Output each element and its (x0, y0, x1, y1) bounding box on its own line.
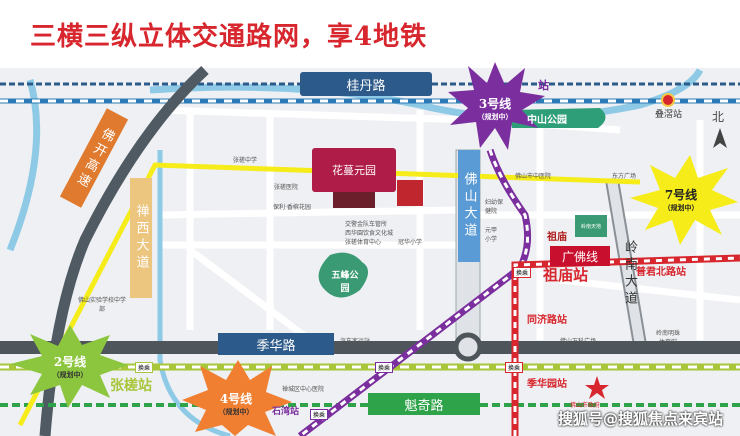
line3-track-dash (299, 149, 530, 436)
poi-label: 交警金队车管所 (345, 221, 388, 228)
line4-name: 4号线 (219, 392, 253, 406)
watermark: 搜狐号@搜狐焦点来宾站 (558, 410, 724, 428)
zumiao-station: 祖庙站 (543, 266, 589, 284)
transfer-badge: 换乘 (135, 362, 154, 373)
north-label: 北 (712, 110, 725, 124)
project-logo (397, 180, 423, 206)
line7-label: 7号线（规划中） (655, 186, 707, 213)
jihuayuan-station: 季华园站 (527, 379, 567, 390)
poi-label: 保利·香槟花园 (273, 204, 311, 211)
line3-star (448, 62, 545, 150)
lvdao-station: 站 (538, 79, 549, 92)
zhongshan-park-shape (510, 108, 606, 128)
poi-label: 佛山实验学校中学部 (77, 297, 126, 313)
diejiao-station: 叠滘站 (655, 110, 683, 120)
poi-label: 西华園饮食文化城 (345, 230, 394, 237)
zhangcha-station: 张槎站 (110, 378, 152, 394)
lingnan-tiandi-poi: 岭南天地 (575, 215, 607, 237)
zumiao-poi: 祖庙 (547, 232, 567, 243)
roundabout (453, 332, 483, 362)
page-title: 三横三纵立体交通路网，享4地铁 (30, 22, 428, 52)
poi-label: 岭南明珠体育馆 (655, 330, 680, 346)
tongjilu-station: 同济路站 (527, 315, 567, 326)
zhongshan-park-label: 中山公园 (527, 115, 567, 126)
transfer-badge: 换乘 (505, 362, 524, 373)
poi-label: 元甲小学 (485, 227, 498, 243)
jihua-road (0, 341, 740, 354)
line2-label: 2号线（规划中） (44, 353, 96, 380)
guidan-road-label: 桂丹路 (300, 72, 432, 96)
poi-label: 佛山万科广场 (560, 338, 597, 345)
line2-status: （规划中） (52, 370, 88, 379)
pujunbeilu-station: 普君北路站 (636, 267, 686, 278)
poi-label: 东方广场 (612, 173, 637, 180)
north-arrow-icon (713, 128, 727, 148)
transfer-badge: 换乘 (375, 362, 394, 373)
poi-label: 冠华小学 (398, 239, 423, 246)
line2-star (10, 325, 128, 408)
wufeng-park-shape (318, 252, 369, 298)
transfer-badge: 换乘 (310, 409, 329, 420)
poi-label: 禅城区中心医院 (282, 386, 325, 393)
poi-label: 妇幼保健院 (485, 199, 504, 215)
poi-label: 张槎医院 (274, 184, 299, 191)
line2-name: 2号线 (53, 355, 87, 369)
chanxi-avenue-label: 禅西大道 (130, 178, 152, 298)
poi-label: 张槎中学 (233, 157, 258, 164)
gov-label: 佛山市政府 (570, 402, 601, 409)
lingnan-avenue-label: 岭南大道 (622, 240, 637, 308)
gov-star-icon (585, 376, 609, 399)
project-building (333, 192, 375, 208)
poi-label: 佛山市中医院 (515, 173, 552, 180)
guangfo-line-label: 广佛线 (550, 246, 610, 266)
line3-status: （规划中） (477, 112, 513, 121)
project-card: 花蔓元园 (312, 148, 396, 192)
wufeng-park-label: 五峰公园 (331, 271, 359, 294)
foshan-avenue-label: 佛山大道 (458, 150, 480, 262)
transfer-badge: 换乘 (513, 267, 532, 278)
line3-name: 3号线 (478, 97, 512, 111)
shiwan-station: 石湾站 (272, 407, 300, 417)
poi-label: 汽车客运站 (340, 338, 371, 345)
kuiqi-road-label: 魁奇路 (368, 393, 480, 415)
line4-label: 4号线（规划中） (210, 390, 262, 417)
line4-status: （规划中） (218, 407, 254, 416)
line7-status: （规划中） (663, 203, 699, 212)
diejiao-station-icon (661, 93, 675, 107)
line7-name: 7号线 (664, 188, 698, 202)
line3-label: 3号线（规划中） (470, 95, 520, 122)
line4-star (182, 360, 292, 436)
guangfo-track-dash (513, 256, 740, 436)
jihua-road-label: 季华路 (218, 333, 334, 355)
poi-label: 张槎体育中心 (345, 239, 382, 246)
line7-star (630, 155, 738, 245)
